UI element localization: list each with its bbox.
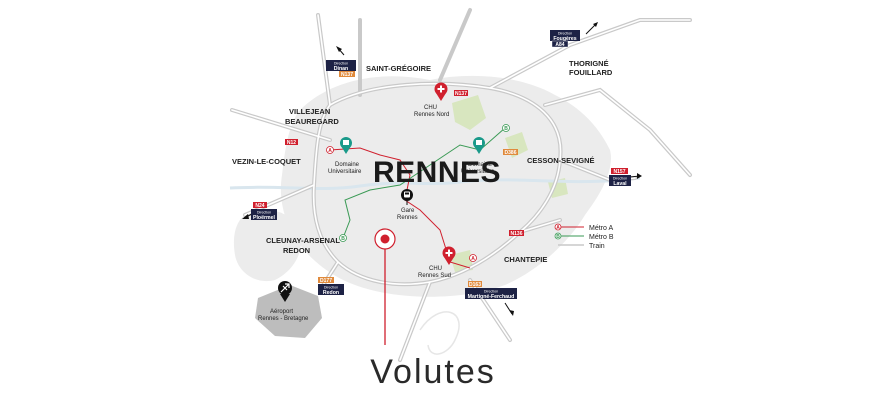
city-label: RENNES [373, 156, 501, 189]
poi-gare-1: Gare [401, 208, 415, 214]
legend-metro-b: B Métro B [554, 232, 614, 241]
svg-text:A: A [471, 256, 475, 262]
place-chantepie: CHANTEPIE [504, 255, 547, 264]
poi-aeroport-1: Aéroport [270, 309, 293, 315]
svg-text:D177: D177 [320, 278, 332, 284]
urban-area [280, 75, 611, 297]
svg-text:Train: Train [589, 243, 605, 250]
direction-sign-dinan: Direction Dinan N137 [326, 46, 356, 78]
svg-text:Redon: Redon [323, 290, 339, 296]
poi-domaine-w-2: Universitaire [328, 169, 362, 175]
svg-text:Fougères: Fougères [553, 36, 576, 42]
place-villejean-1: VILLEJEAN [289, 107, 330, 116]
svg-text:B: B [341, 236, 345, 242]
poi-chu-sud-2: Rennes Sud [418, 273, 451, 279]
svg-text:B: B [556, 234, 560, 240]
metro-b-line [342, 127, 506, 239]
svg-text:Métro A: Métro A [589, 225, 613, 232]
poi-gare-2: Rennes [397, 215, 418, 221]
svg-text:N24: N24 [255, 203, 264, 209]
metro-a-marker-south: A [469, 254, 477, 262]
svg-text:N136: N136 [511, 231, 523, 237]
svg-text:Direction: Direction [613, 177, 627, 181]
place-villejean-2: BEAUREGARD [285, 117, 339, 126]
park-south [450, 250, 473, 272]
place-saint-gregoire: SAINT-GRÉGOIRE [366, 64, 431, 73]
svg-text:N137: N137 [455, 91, 467, 97]
svg-text:Direction: Direction [324, 286, 338, 290]
road-tag-n136-se: N136 [509, 230, 524, 237]
metro-b-marker-west: B [339, 234, 347, 242]
place-cleunay-2: REDON [283, 246, 310, 255]
svg-text:N157: N157 [614, 169, 626, 175]
park-north [452, 95, 486, 130]
svg-text:Dinan: Dinan [334, 66, 348, 72]
direction-sign-redon: D177 Direction Redon [318, 277, 344, 296]
map-legend: A Métro A B Métro B Train [554, 223, 614, 250]
road-tag-n137-north: N137 [454, 90, 468, 97]
svg-text:A: A [328, 148, 332, 154]
place-thorigne-1: THORIGNÉ [569, 59, 609, 68]
place-vezin: VEZIN-LE-COQUET [232, 157, 301, 166]
svg-text:D386: D386 [505, 150, 517, 156]
hospital-pin-south [442, 246, 456, 265]
svg-text:Direction: Direction [257, 211, 271, 215]
poi-domaine-w-1: Domaine [335, 162, 360, 168]
svg-text:Laval: Laval [613, 181, 627, 187]
place-cleunay-1: CLEUNAY-ARSENAL [266, 236, 340, 245]
brand-name: Volutes [370, 353, 496, 391]
poi-chu-nord-1: CHU [424, 105, 437, 111]
hospital-pin-north [434, 82, 448, 101]
legend-train: Train [558, 243, 605, 250]
poi-domaine-e-1: Domaine [468, 162, 493, 168]
project-location-marker [374, 228, 396, 345]
road-tag-n12: N12 [285, 139, 298, 146]
metro-a-marker-west: A [326, 146, 334, 154]
volutes-watermark-swirl [419, 311, 460, 355]
train-station-icon [401, 189, 413, 205]
direction-sign-martigne: D163 Direction Martigné-Ferchaud [465, 281, 517, 316]
road-tag-n136-e: D386 [503, 149, 518, 156]
svg-text:Métro B: Métro B [589, 234, 614, 241]
university-pin-west [340, 137, 352, 154]
metro-a-line [329, 147, 471, 269]
university-pin-east [473, 137, 485, 154]
place-cesson: CESSON-SEVIGNÉ [527, 156, 595, 165]
airport-area [255, 285, 322, 338]
svg-text:D163: D163 [469, 282, 481, 288]
urban-area-west [233, 210, 302, 282]
svg-text:Direction: Direction [558, 32, 572, 36]
svg-text:A: A [556, 225, 560, 231]
poi-chu-sud-1: CHU [429, 266, 442, 272]
svg-text:Ploërmel: Ploërmel [253, 215, 275, 221]
legend-metro-a: A Métro A [554, 223, 613, 232]
svg-text:N12: N12 [287, 140, 296, 146]
poi-aeroport-2: Rennes - Bretagne [258, 316, 309, 322]
place-thorigne-2: FOUILLARD [569, 68, 613, 77]
svg-text:Direction: Direction [334, 62, 348, 66]
direction-sign-ploermel: N24 Direction Ploërmel [242, 202, 277, 221]
svg-text:Direction: Direction [484, 290, 498, 294]
poi-domaine-e-2: Universitaire [461, 169, 495, 175]
river [229, 176, 641, 191]
airplane-icon [278, 281, 292, 302]
poi-chu-nord-2: Rennes Nord [414, 112, 449, 118]
svg-text:B: B [504, 126, 508, 132]
metro-b-marker-east: B [502, 124, 510, 132]
direction-sign-fougeres: Direction Fougères A84 [550, 22, 598, 48]
svg-text:Martigné-Ferchaud: Martigné-Ferchaud [468, 294, 515, 300]
svg-text:A84: A84 [555, 42, 564, 48]
direction-sign-laval: N157 Direction Laval [609, 168, 642, 187]
svg-text:N137: N137 [341, 72, 353, 78]
